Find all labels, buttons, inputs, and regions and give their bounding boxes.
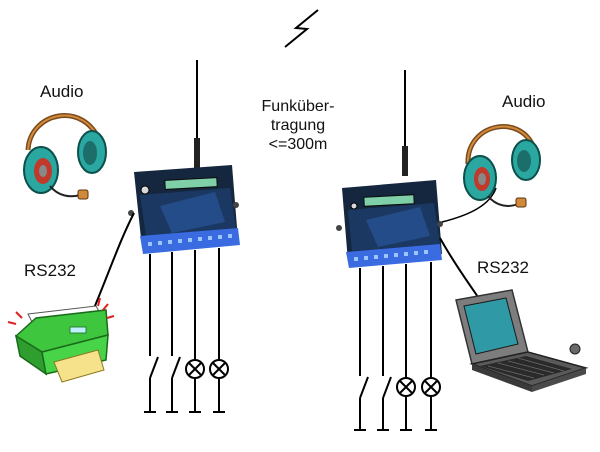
- lightning-icon: [284, 9, 319, 48]
- radio-label-line2: tragung: [270, 117, 326, 134]
- radio-label-line1: Funküber-: [261, 98, 335, 115]
- rs232-cable-left: [89, 212, 135, 319]
- laptop-icon: [455, 289, 589, 392]
- audio-label-left: Audio: [40, 82, 84, 101]
- radio-device-left: [128, 165, 240, 254]
- switch-icon: [359, 376, 369, 399]
- rs232-cable-right: [439, 237, 481, 301]
- radio-device-right: [336, 180, 443, 268]
- radio-label-line3: <=300m: [268, 136, 328, 153]
- switch-icon: [382, 376, 392, 399]
- switch-icon: [149, 356, 159, 379]
- io-lines-left: [144, 248, 225, 413]
- lamp-icon: [185, 359, 205, 379]
- audio-cable-right: [441, 187, 497, 223]
- antenna-icon: [194, 60, 200, 168]
- lamp-icon: [421, 377, 441, 397]
- io-lines-right: [354, 262, 437, 431]
- printer-icon: [7, 297, 115, 383]
- rs232-label-left: RS232: [24, 261, 76, 280]
- rs232-label-right: RS232: [477, 258, 529, 277]
- audio-label-right: Audio: [502, 92, 546, 111]
- headset-icon: [463, 124, 541, 208]
- lamp-icon: [209, 359, 229, 379]
- radio-transmission-label: Funküber- tragung <=300m: [238, 97, 358, 154]
- headset-icon: [23, 113, 107, 200]
- antenna-icon: [402, 70, 408, 176]
- lamp-icon: [396, 377, 416, 397]
- switch-icon: [171, 356, 181, 379]
